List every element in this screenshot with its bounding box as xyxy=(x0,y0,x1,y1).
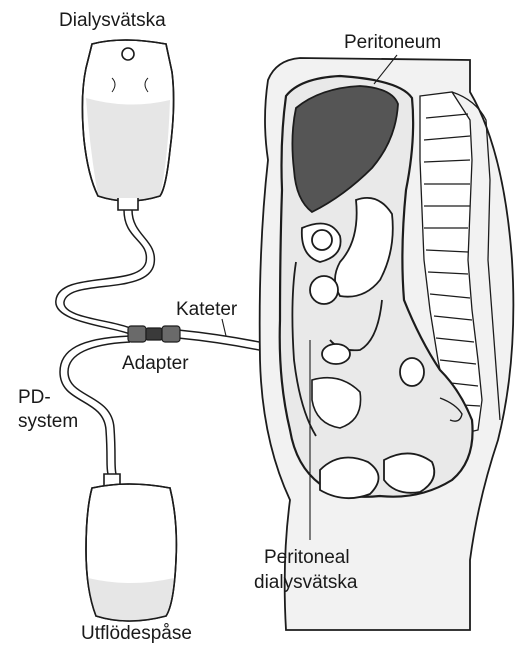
abdomen-cross-section xyxy=(260,58,514,630)
label-dialysate-bag: Dialysvätska xyxy=(59,9,166,32)
dialysate-bag xyxy=(82,40,173,210)
label-pd-system-line2: system xyxy=(18,410,78,433)
label-adapter: Adapter xyxy=(122,352,189,375)
label-peritoneal-fluid-line1: Peritoneal xyxy=(264,546,350,569)
adapter-connector xyxy=(128,326,180,342)
label-drain-bag: Utflödespåse xyxy=(81,622,192,645)
label-catheter: Kateter xyxy=(176,298,237,321)
label-peritoneum: Peritoneum xyxy=(344,31,441,54)
label-pd-system-line1: PD- xyxy=(18,386,51,409)
label-peritoneal-fluid-line2: dialysvätska xyxy=(254,571,358,594)
drain-bag xyxy=(86,474,176,621)
